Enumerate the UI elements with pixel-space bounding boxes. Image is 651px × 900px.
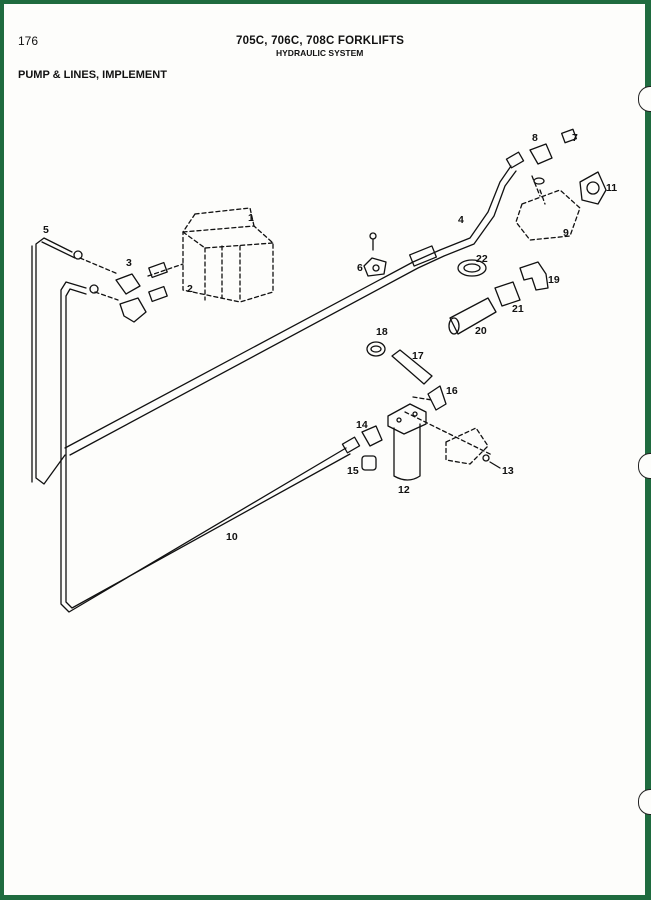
callout-8: 8 (532, 132, 538, 144)
callout-15: 15 (347, 465, 359, 477)
callout-3: 3 (126, 257, 132, 269)
return-parts (366, 341, 447, 411)
fittings-2-3 (73, 250, 168, 323)
gasket-11 (579, 171, 607, 205)
callout-16: 16 (446, 385, 458, 397)
document-subtitle: HYDRAULIC SYSTEM (276, 48, 364, 58)
callout-10: 10 (226, 531, 238, 543)
callout-9: 9 (563, 227, 569, 239)
callout-14: 14 (356, 419, 368, 431)
hose-4 (64, 151, 525, 456)
callout-17: 17 (412, 350, 424, 362)
bracket-13 (445, 427, 501, 469)
document-title: 705C, 706C, 708C FORKLIFTS (236, 35, 405, 47)
page-number: 176 (18, 34, 39, 48)
callout-22: 22 (476, 253, 488, 265)
callout-19: 19 (548, 274, 560, 286)
callout-7: 7 (572, 132, 578, 144)
callout-6: 6 (357, 262, 363, 274)
fittings-7-8 (529, 128, 577, 185)
callout-13: 13 (502, 465, 514, 477)
callout-labels: 1 2 3 4 5 6 7 8 9 10 11 12 13 14 15 16 1… (43, 132, 617, 543)
callout-21: 21 (512, 303, 524, 315)
callout-4: 4 (458, 214, 464, 226)
catalog-page: 176 705C, 706C, 708C FORKLIFTS HYDRAULIC… (4, 4, 651, 895)
pump-outline (182, 207, 274, 303)
exploded-parts-diagram: 1 2 3 4 5 6 7 8 9 10 11 12 13 14 15 16 1… (31, 128, 617, 613)
callout-2: 2 (187, 283, 193, 295)
clamp-6 (363, 232, 387, 277)
callout-1: 1 (248, 212, 254, 224)
fittings-14-15 (361, 425, 383, 471)
line-10 (60, 281, 361, 613)
section-title: PUMP & LINES, IMPLEMENT (18, 69, 167, 81)
callout-5: 5 (43, 224, 49, 236)
hose-assembly (448, 259, 549, 335)
filter-12 (387, 403, 427, 481)
callout-11: 11 (606, 182, 617, 194)
housing-9 (515, 189, 581, 241)
leader-lines (79, 175, 541, 456)
line-5 (31, 237, 76, 485)
callout-12: 12 (398, 484, 410, 496)
callout-18: 18 (376, 326, 388, 338)
callout-20: 20 (475, 325, 487, 337)
